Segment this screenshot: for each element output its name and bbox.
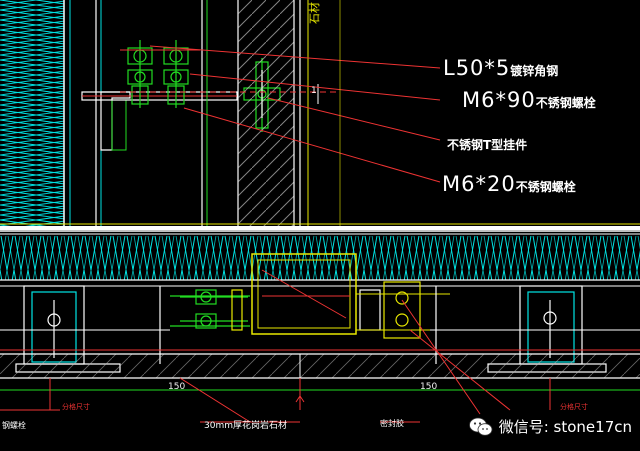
callout-1-code: L50*5 bbox=[443, 56, 511, 80]
leader-lines bbox=[149, 45, 441, 183]
wechat-watermark: 微信号: stone17cn bbox=[468, 416, 632, 437]
callout-4-code: M6*20 bbox=[442, 172, 516, 196]
note-right: 分格尺寸 bbox=[560, 403, 588, 411]
bottom-leader-lines bbox=[0, 299, 511, 423]
stone-panel-hatch bbox=[0, 354, 640, 378]
callout-3-desc: 不锈钢T型挂件 bbox=[447, 138, 528, 152]
callout-4-desc: 不锈钢螺栓 bbox=[515, 180, 576, 194]
stone-label: 石材 bbox=[308, 2, 321, 24]
callout-2-desc: 不锈钢螺栓 bbox=[535, 96, 596, 110]
stone-slab-hatch bbox=[238, 0, 294, 226]
bottom-drawing-panel: 150 150 分格尺寸 分格尺寸 30mm厚花岗岩石材 密封胶 钢螺栓 bbox=[0, 230, 640, 451]
label-sealant: 密封胶 bbox=[380, 419, 404, 428]
callout-2-code: M6*90 bbox=[462, 88, 536, 112]
dim-right: 150 bbox=[420, 382, 438, 392]
callout-t-hanger: 不锈钢T型挂件 bbox=[447, 134, 527, 153]
callout-bolt-m6x90: M6*90不锈钢螺栓 bbox=[462, 88, 596, 112]
label-stone-thickness: 30mm厚花岗岩石材 bbox=[204, 421, 287, 431]
watermark-text: 微信号: stone17cn bbox=[498, 418, 632, 436]
insulation-hatch-bottom bbox=[0, 236, 640, 280]
note-left: 分格尺寸 bbox=[62, 403, 90, 411]
callout-1-desc: 镀锌角钢 bbox=[510, 64, 559, 78]
top-drawing-panel: 石材 1 L50*5镀锌角钢 M6*90不锈钢螺栓 不锈钢T型挂件 M6*20不… bbox=[0, 0, 640, 226]
callout-angle-steel: L50*5镀锌角钢 bbox=[443, 56, 558, 80]
callout-bolt-m6x20: M6*20不锈钢螺栓 bbox=[442, 172, 576, 196]
bottom-cad-canvas bbox=[0, 230, 640, 423]
wechat-icon bbox=[468, 417, 493, 437]
label-bolt: 钢螺栓 bbox=[2, 421, 26, 430]
bolt-pair-left bbox=[180, 289, 248, 331]
mark-1: 1 bbox=[311, 86, 317, 96]
top-cad-canvas bbox=[0, 0, 640, 226]
insulation-hatch bbox=[0, 0, 64, 226]
dim-left: 150 bbox=[168, 382, 186, 392]
